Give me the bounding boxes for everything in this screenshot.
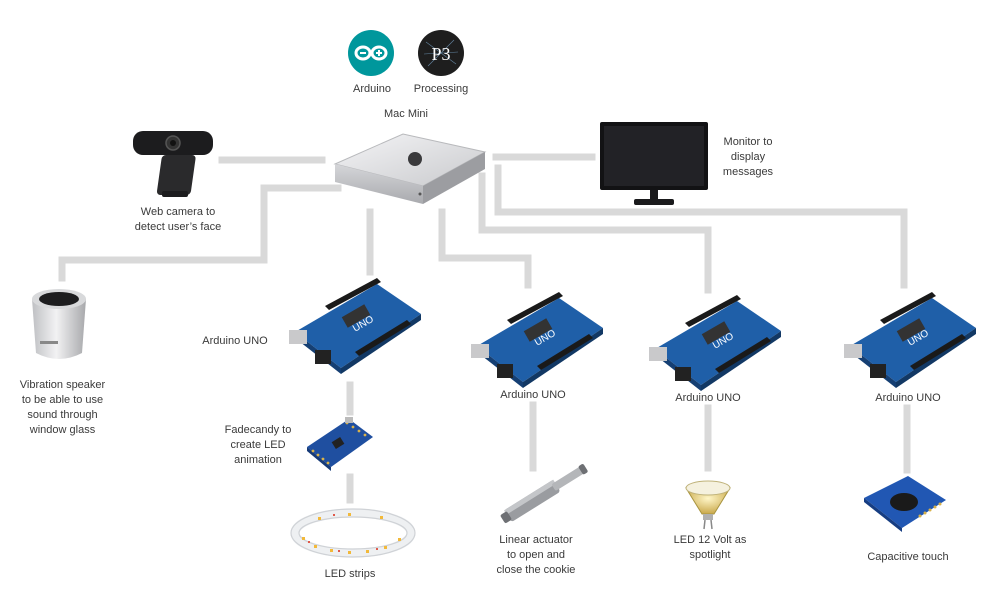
led-strips-label: LED strips bbox=[324, 568, 376, 580]
mac-mini-label: Mac Mini bbox=[383, 108, 428, 120]
fadecandy-label: Fadecandy to create LED animation bbox=[224, 424, 292, 466]
linear-actuator-image bbox=[495, 458, 595, 528]
monitor-image bbox=[598, 120, 710, 208]
led-spotlight-label: LED 12 Volt as spotlight bbox=[673, 534, 747, 561]
arduino-uno-board-2: UNO bbox=[467, 284, 607, 399]
processing-logo-text: P3 bbox=[431, 44, 450, 64]
arduino-uno-label-2: Arduino UNO bbox=[500, 389, 566, 401]
led-strips-image bbox=[288, 503, 418, 561]
fadecandy-board-image bbox=[303, 413, 375, 475]
monitor-label: Monitor to display messages bbox=[722, 136, 774, 178]
arduino-uno-board-1: UNO bbox=[285, 270, 425, 385]
arduino-uno-board-3: UNO bbox=[645, 287, 785, 402]
mac-mini-image bbox=[325, 124, 490, 206]
processing-software-label: Processing bbox=[413, 83, 469, 95]
arduino-uno-label-3: Arduino UNO bbox=[675, 392, 741, 404]
led-spotlight-image bbox=[682, 474, 734, 530]
arduino-software-label: Arduino bbox=[353, 83, 391, 95]
arduino-uno-label-4: Arduino UNO bbox=[875, 392, 941, 404]
arduino-uno-board-4: UNO bbox=[840, 284, 980, 399]
arduino-logo-icon bbox=[348, 30, 394, 76]
arduino-uno-label-1: Arduino UNO bbox=[202, 335, 268, 347]
capacitive-touch-label: Capacitive touch bbox=[867, 551, 949, 563]
linear-actuator-label: Linear actuator to open and close the co… bbox=[496, 534, 576, 576]
processing-logo-icon: P3 bbox=[418, 30, 464, 76]
vibration-speaker-label: Vibration speaker to be able to use soun… bbox=[19, 379, 106, 436]
webcam-image bbox=[128, 127, 218, 199]
vibration-speaker-image bbox=[28, 285, 90, 365]
capacitive-touch-image bbox=[858, 472, 952, 534]
webcam-label: Web camera to detect user’s face bbox=[134, 206, 222, 233]
